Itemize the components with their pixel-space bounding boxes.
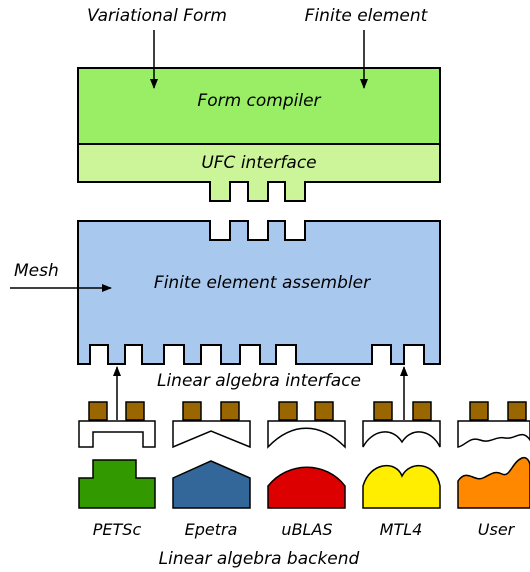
mtl4-shape <box>362 464 441 509</box>
form-compiler-label: Form compiler <box>197 91 321 111</box>
user-connector-left <box>469 401 489 421</box>
backend-caption: Linear algebra backend <box>159 549 360 569</box>
backend-label-mtl4: MTL4 <box>380 520 423 539</box>
mesh-label: Mesh <box>14 261 59 281</box>
mtl4-adapter <box>362 420 441 448</box>
petsc-adapter <box>78 420 156 448</box>
ufc-interface-label: UFC interface <box>201 153 316 173</box>
backend-adapters <box>78 401 530 449</box>
ublas-adapter <box>267 420 346 449</box>
form-compiler-block <box>77 67 441 145</box>
la-interface-label: Linear algebra interface <box>157 371 361 391</box>
petsc-connector-right <box>125 401 145 421</box>
assembler-label: Finite element assembler <box>154 273 371 293</box>
backend-label-epetra: Epetra <box>185 520 238 539</box>
finite-element-label: Finite element <box>305 6 429 26</box>
mtl4-connector-left <box>373 401 393 421</box>
ublas-shape <box>267 466 346 509</box>
user-connector-right <box>507 401 527 421</box>
epetra-shape <box>172 460 251 509</box>
ufc-interface-block <box>77 143 441 202</box>
epetra-connector-right <box>220 401 240 421</box>
epetra-adapter <box>172 420 251 449</box>
user-shape <box>457 456 530 509</box>
backend-shapes <box>78 456 530 509</box>
backend-label-petsc: PETSc <box>93 520 142 539</box>
variational-form-label: Variational Form <box>87 6 227 26</box>
ublas-connector-left <box>278 401 298 421</box>
petsc-connector-left <box>88 401 108 421</box>
backend-label-ublas: uBLAS <box>281 520 332 539</box>
petsc-shape <box>78 459 156 509</box>
backend-label-user: User <box>478 520 516 539</box>
epetra-connector-left <box>182 401 202 421</box>
assembler-block <box>77 220 441 365</box>
mtl4-connector-right <box>412 401 432 421</box>
user-adapter <box>457 420 530 448</box>
ublas-connector-right <box>314 401 334 421</box>
